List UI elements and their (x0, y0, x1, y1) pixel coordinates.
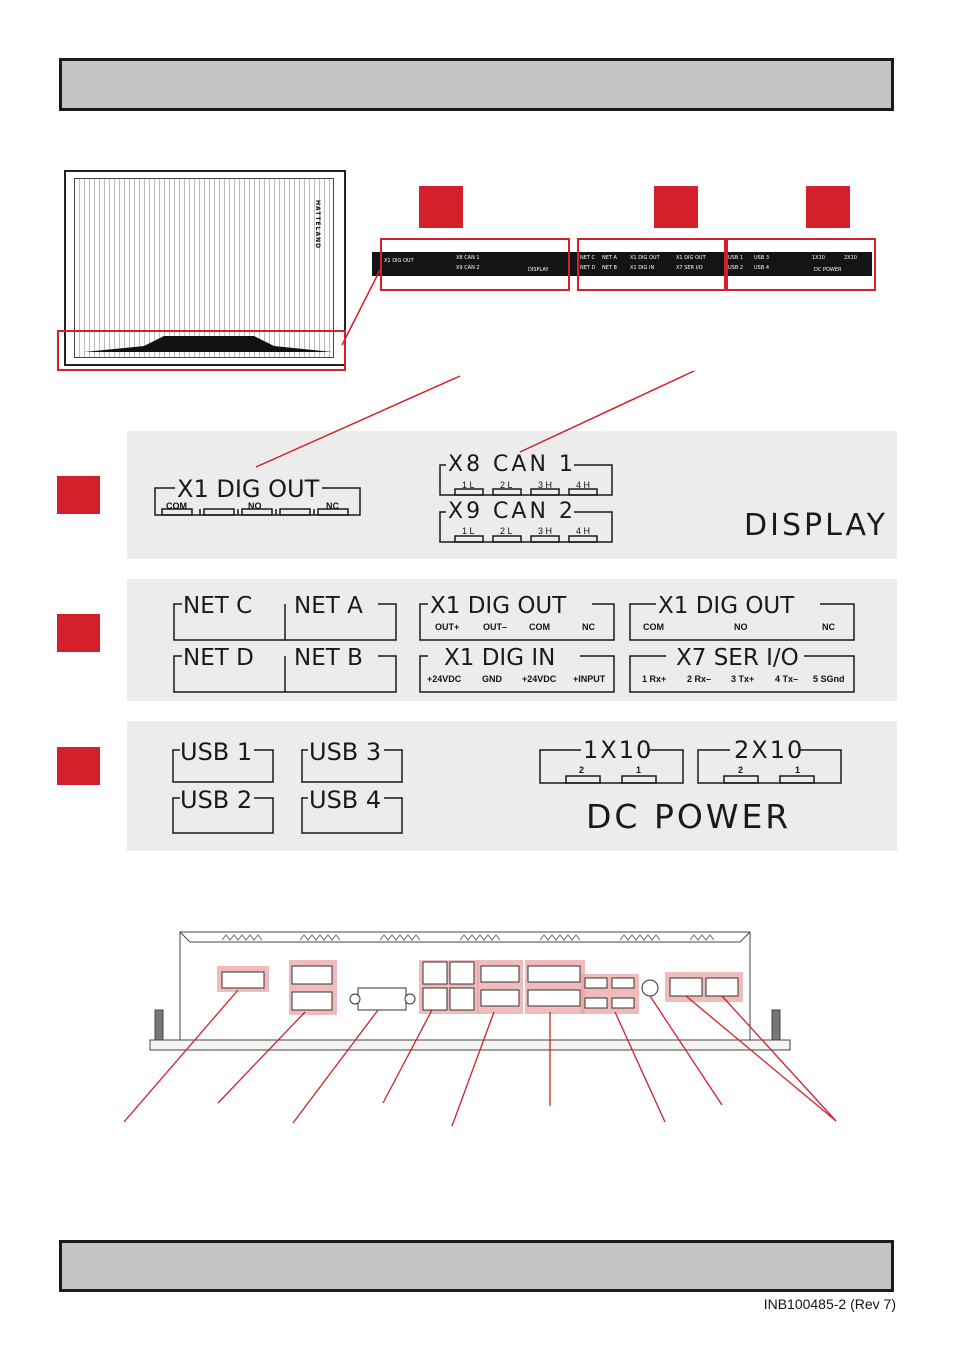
thumb-highlight-display (380, 238, 570, 291)
pin-label: 4 Tx– (775, 674, 799, 684)
header-bar (59, 58, 894, 111)
thumb-highlight-power (726, 238, 876, 291)
footer-bar (59, 1240, 894, 1292)
dc-power-title: DC POWER (586, 797, 792, 836)
pin-label: 5 SGnd (813, 674, 845, 684)
pin-label: +INPUT (573, 674, 606, 684)
display-title: DISPLAY (744, 508, 889, 543)
marker-3 (806, 186, 850, 228)
usb1-label: USB 1 (180, 738, 253, 766)
thumb-label: USB 3 (754, 255, 770, 261)
thumb-label: 2X10 (844, 255, 857, 261)
pin-label: NC (326, 501, 339, 511)
x9-can2-label: X9 CAN 2 (448, 499, 576, 524)
thumb-label: NET B (602, 265, 617, 271)
thumb-label: X1 DIG OUT (676, 255, 706, 261)
x1-dig-out-label: X1 DIG OUT (177, 475, 320, 503)
pin-label: 1 (795, 765, 801, 775)
thumb-strip (372, 252, 872, 276)
net-d-label: NET D (183, 645, 254, 671)
panel-usb-power (127, 721, 897, 851)
marker-2 (654, 186, 698, 228)
thumb-label: X1 DIG OUT (630, 255, 660, 261)
thumb-label: USB 4 (754, 265, 770, 271)
marker-net (57, 614, 100, 652)
pin-label: COM (529, 622, 550, 632)
thumb-label: USB 1 (728, 255, 744, 261)
thumb-label: X1 DIG OUT (384, 258, 414, 264)
pin-label: 3 H (538, 480, 553, 490)
pin-label: NO (734, 622, 748, 632)
usb3-label: USB 3 (309, 738, 382, 766)
thumb-label: NET D (580, 265, 596, 271)
marker-1 (419, 186, 463, 228)
marker-power (57, 747, 100, 785)
thumb-label: X8 CAN 1 (456, 255, 480, 261)
pin-label: NC (822, 622, 835, 632)
pin-label: OUT– (483, 622, 508, 632)
2x10-label: 2X10 (734, 736, 805, 764)
pin-label: 2 (738, 765, 744, 775)
x1-dig-out-a-label: X1 DIG OUT (430, 593, 567, 619)
pin-label: 1 L (462, 480, 475, 490)
document-id: INB100485-2 (Rev 7) (763, 1296, 896, 1312)
net-b-label: NET B (294, 645, 363, 671)
thumb-label: USB 2 (728, 265, 744, 271)
pin-label: 1 (636, 765, 642, 775)
thumb-label: X9 CAN 2 (456, 265, 480, 271)
pin-label: 4 H (576, 526, 591, 536)
pin-label: +24VDC (522, 674, 557, 684)
x1-dig-in-label: X1 DIG IN (444, 645, 556, 671)
thumb-label: DC POWER (814, 267, 842, 273)
thumb-highlight-box (57, 330, 346, 371)
pin-label: OUT+ (435, 622, 460, 632)
usb4-label: USB 4 (309, 786, 382, 814)
thumb-label: X7 SER I/O (676, 265, 703, 271)
thumb-bottom-shape (84, 336, 332, 352)
x8-can1-label: X8 CAN 1 (448, 452, 576, 477)
pin-label: 2 Rx– (687, 674, 712, 684)
pin-label: COM (643, 622, 664, 632)
pin-label: 4 H (576, 480, 591, 490)
device-ports (221, 961, 739, 1011)
net-a-label: NET A (294, 593, 363, 619)
thumb-label: X1 DIG IN (630, 265, 655, 271)
marker-display (57, 476, 100, 514)
rear-view-thumbnail: HATTELAND (64, 170, 348, 366)
pin-label: NC (582, 622, 595, 632)
usb2-label: USB 2 (180, 786, 253, 814)
1x10-label: 1X10 (583, 736, 654, 764)
pin-label: 3 Tx+ (731, 674, 755, 684)
pin-label: 1 L (462, 526, 475, 536)
pin-label: GND (482, 674, 502, 684)
thumb-label: NET C (580, 255, 596, 261)
pin-label: 2 L (500, 526, 513, 536)
pin-label: 2 (579, 765, 585, 775)
net-c-label: NET C (183, 593, 253, 619)
x7-ser-io-label: X7 SER I/O (676, 645, 799, 671)
pin-label: +24VDC (427, 674, 462, 684)
thumb-brand: HATTELAND (314, 200, 321, 250)
pin-label: 2 L (500, 480, 513, 490)
pin-label: NO (248, 501, 262, 511)
device-leader-lines (123, 989, 837, 1127)
pin-label: 3 H (538, 526, 553, 536)
thumb-label: 1X10 (812, 255, 825, 261)
pin-label: 1 Rx+ (642, 674, 667, 684)
thumb-label: DISPLAY (528, 267, 549, 273)
x1-dig-out-b-label: X1 DIG OUT (658, 593, 795, 619)
thumb-highlight-net (577, 238, 726, 291)
thumb-label: NET A (602, 255, 617, 261)
pin-label: COM (166, 501, 187, 511)
